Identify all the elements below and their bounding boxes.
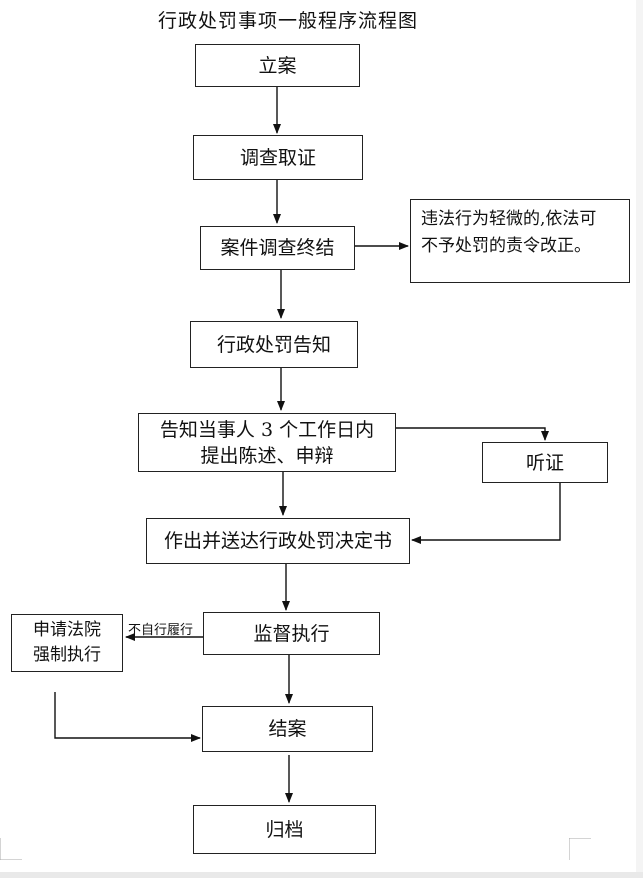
edge-label-not-self-perform: 不自行履行 — [128, 623, 194, 638]
page-bottom-bar — [0, 872, 643, 878]
node-jiean: 结案 — [202, 706, 373, 752]
note-line-1: 违法行为轻微的,依法可 — [421, 209, 597, 229]
node-fayuan: 申请法院 强制执行 — [11, 614, 123, 672]
node-chenshu-line-2: 提出陈述、申辩 — [200, 444, 334, 467]
node-lian-label: 立案 — [258, 54, 297, 77]
note-minor-violation: 违法行为轻微的,依法可 不予处罚的责令改正。 — [410, 199, 630, 283]
node-tingzheng: 听证 — [482, 442, 608, 483]
page-corner-mark-left — [0, 838, 22, 860]
node-gaozhi: 行政处罚告知 — [190, 321, 358, 368]
node-jiandu-label: 监督执行 — [253, 622, 330, 645]
arrow-fayuan-to-jiean — [54, 692, 201, 742]
node-guidang: 归档 — [193, 805, 376, 854]
node-gaozhi-label: 行政处罚告知 — [216, 333, 331, 356]
page-corner-mark-right — [569, 838, 591, 860]
note-line-2: 不予处罚的责令改正。 — [421, 236, 591, 256]
node-fayuan-line-1: 申请法院 — [33, 620, 101, 640]
node-guidang-label: 归档 — [265, 818, 304, 841]
node-jueding-label: 作出并送达行政处罚决定书 — [163, 530, 392, 552]
diagram-title: 行政处罚事项一般程序流程图 — [158, 10, 419, 32]
node-lian: 立案 — [195, 44, 360, 87]
node-jueding: 作出并送达行政处罚决定书 — [146, 518, 410, 564]
node-chenshu: 告知当事人 3 个工作日内 提出陈述、申辩 — [138, 413, 396, 472]
node-diaocha: 调查取证 — [193, 135, 363, 180]
node-tingzheng-label: 听证 — [525, 451, 564, 474]
node-jiandu: 监督执行 — [203, 612, 380, 655]
node-jiean-label: 结案 — [268, 718, 307, 740]
arrow-tingzheng-to-jueding — [411, 483, 561, 544]
node-diaocha-label: 调查取证 — [239, 146, 316, 169]
node-fayuan-line-2: 强制执行 — [33, 645, 101, 665]
node-chenshu-line-1: 告知当事人 3 个工作日内 — [159, 418, 375, 441]
page-edge — [636, 0, 643, 878]
arrow-chenshu-to-tingzheng — [396, 427, 549, 441]
node-zhongjie-label: 案件调查终结 — [220, 237, 335, 259]
node-zhongjie: 案件调查终结 — [200, 226, 355, 270]
